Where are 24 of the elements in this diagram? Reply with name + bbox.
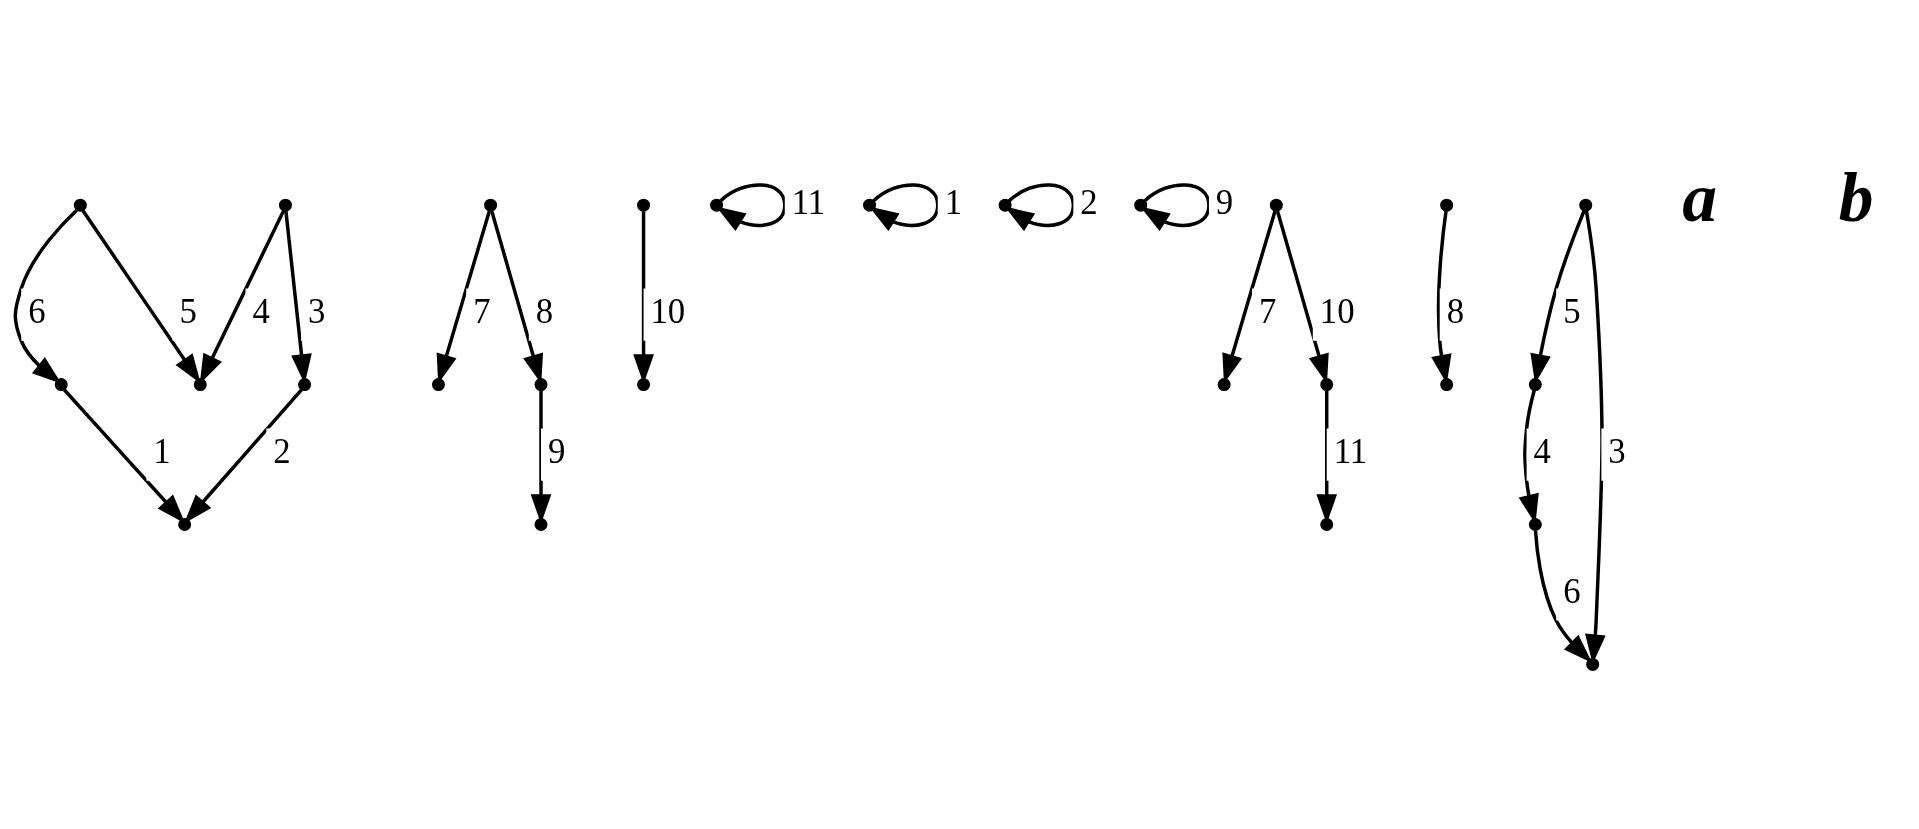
edge-label: 3 <box>308 291 326 331</box>
edge-label: 4 <box>252 291 270 331</box>
edge-label: 4 <box>1533 431 1551 471</box>
edge-label: 5 <box>179 291 197 331</box>
edge-label: 9 <box>547 431 566 471</box>
edge-label: 10 <box>650 291 686 331</box>
edge-label: 6 <box>1563 571 1581 611</box>
edge-label: 8 <box>535 291 554 331</box>
edge-label: 7 <box>1258 291 1277 331</box>
label: b <box>1838 158 1874 236</box>
edge-label: 3 <box>1608 431 1626 471</box>
edge-label: 8 <box>1446 291 1465 331</box>
edge-label: 2 <box>1080 182 1098 222</box>
edge-label: 7 <box>473 291 491 331</box>
edge-label: 6 <box>28 291 46 331</box>
edge-label: 11 <box>1333 431 1368 471</box>
label: a <box>1682 158 1717 236</box>
edge-label: 1 <box>944 182 963 222</box>
edge-label: 5 <box>1563 291 1581 331</box>
edge-label: 11 <box>791 182 826 222</box>
edge-label: 10 <box>1319 291 1355 331</box>
edge-label: 1 <box>153 431 171 471</box>
edge-label: 9 <box>1215 182 1234 222</box>
edge-label: 2 <box>273 431 291 471</box>
